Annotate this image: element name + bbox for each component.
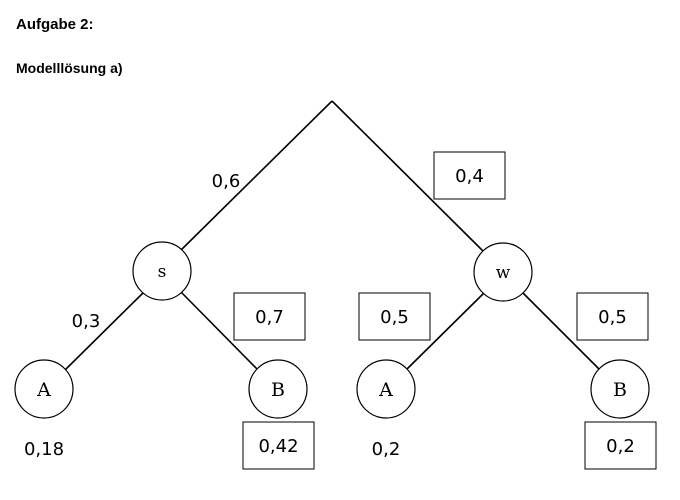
edge-w-a <box>405 292 485 371</box>
edge-box-w-a-frame <box>358 292 431 341</box>
result-box-s-b: 0,42 <box>242 421 315 470</box>
result-w-a: 0,2 <box>372 439 401 460</box>
edge-label-w-b: 0,5 <box>598 307 627 328</box>
node-s-a: A <box>14 359 74 419</box>
edge-box-w-a: 0,5 <box>358 292 431 341</box>
result-s-b: 0,42 <box>258 436 298 457</box>
node-w-circle <box>473 242 533 302</box>
result-box-w-b: 0,2 <box>584 421 657 470</box>
node-w-a: A <box>356 359 416 419</box>
node-w-b-circle <box>590 359 650 419</box>
node-s-b-label: B <box>271 379 285 401</box>
edge-box-w-b-frame <box>576 292 649 341</box>
node-s: s <box>132 241 192 301</box>
node-s-a-label: A <box>36 379 51 401</box>
edge-box-w-b: 0,5 <box>576 292 649 341</box>
edge-box-s-b-frame <box>233 292 306 341</box>
node-s-b: B <box>248 359 308 419</box>
edge-s-b <box>180 291 259 371</box>
result-box-w-b-frame <box>584 421 657 470</box>
edge-root-s <box>177 100 333 254</box>
node-w-a-label: A <box>378 379 393 401</box>
edge-box-root-w: 0,4 <box>433 151 506 200</box>
node-w-a-circle <box>356 359 416 419</box>
node-w-b-label: B <box>613 379 627 401</box>
node-w-label: w <box>496 263 511 283</box>
node-s-b-circle <box>248 359 308 419</box>
result-s-a: 0,18 <box>24 439 64 460</box>
task-title: Aufgabe 2: <box>16 16 94 33</box>
edge-label-s-a: 0,3 <box>72 311 101 332</box>
node-s-circle <box>132 241 192 301</box>
edge-label-root-s: 0,6 <box>212 171 241 192</box>
edge-label-w-a: 0,5 <box>380 307 409 328</box>
node-w-b: B <box>590 359 650 419</box>
edge-s-a <box>64 291 145 371</box>
edge-box-s-b: 0,7 <box>233 292 306 341</box>
node-s-a-circle <box>14 359 74 419</box>
edge-label-root-w: 0,4 <box>455 166 484 187</box>
edge-label-s-b: 0,7 <box>255 307 284 328</box>
solution-title: Modelllösung a) <box>16 60 123 76</box>
node-w: w <box>473 242 533 302</box>
edge-w-b <box>522 292 601 371</box>
edge-box-root-w-frame <box>433 151 506 200</box>
node-s-label: s <box>158 262 167 282</box>
result-w-b: 0,2 <box>606 436 635 457</box>
result-box-s-b-frame <box>242 421 315 470</box>
edge-root-w <box>331 100 486 254</box>
